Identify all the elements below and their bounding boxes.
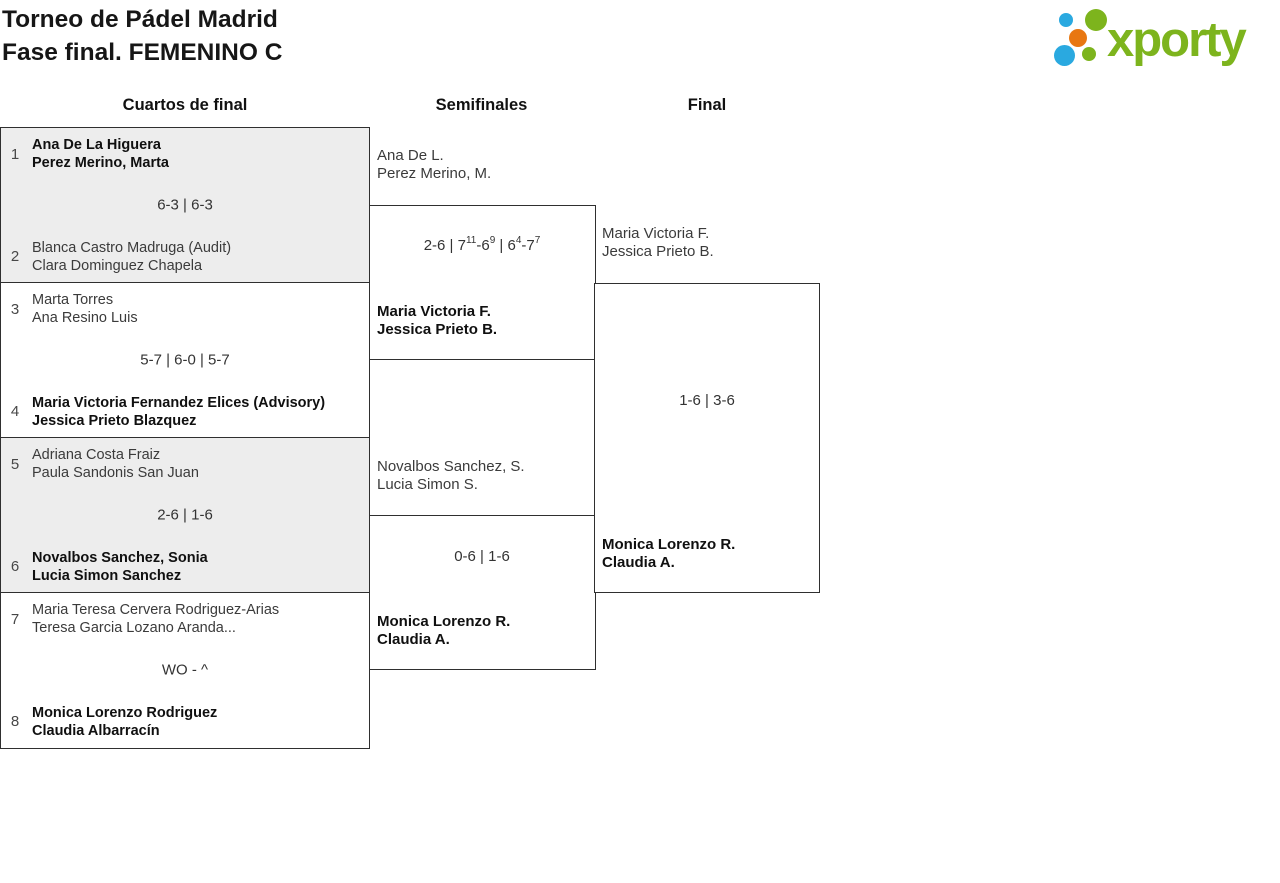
score-part: | 6: [495, 237, 516, 254]
seed-number: 7: [10, 610, 20, 628]
player-2-name: Ana Resino Luis: [32, 310, 138, 326]
team-name: Monica Lorenzo Rodriguez Claudia Albarra…: [32, 704, 217, 740]
logo-dot-green-small-icon: [1082, 47, 1096, 61]
player-2-name: Lucia Simon Sanchez: [32, 567, 182, 584]
player-2-name: Claudia A.: [602, 554, 675, 571]
player-2-name: Jessica Prieto B.: [377, 321, 498, 338]
sf-match-2: [368, 515, 596, 670]
qf2-team-1: 3 Marta Torres Ana Resino Luis: [9, 291, 359, 327]
player-1-name: Novalbos Sanchez, S.: [377, 458, 525, 475]
sf1-team-top: Ana De L. Perez Merino, M.: [377, 147, 491, 183]
player-1-name: Maria Victoria F.: [377, 303, 491, 320]
tiebreak-sup: 9: [489, 235, 496, 246]
tiebreak-sup: 4: [515, 235, 522, 246]
player-2-name: Teresa Garcia Lozano Aranda...: [32, 620, 236, 636]
sf1-team-winner: Maria Victoria F. Jessica Prieto B.: [377, 303, 497, 339]
sf2-team-top: Novalbos Sanchez, S. Lucia Simon S.: [377, 458, 525, 494]
final-score: 1-6 | 3-6: [679, 392, 735, 409]
xporty-logo[interactable]: xporty: [1050, 4, 1278, 76]
player-1-name: Maria Victoria F.: [602, 225, 710, 242]
round-header-semifinales: Semifinales: [435, 96, 528, 114]
match-score: 2-6 | 1-6: [157, 506, 213, 524]
qf1-team-2: 2 Blanca Castro Madruga (Audit) Clara Do…: [9, 239, 359, 275]
title-line-2: Fase final. FEMENINO C: [2, 39, 283, 66]
player-2-name: Paula Sandonis San Juan: [32, 465, 199, 481]
seed-number: 6: [10, 558, 20, 575]
team-name: Maria Teresa Cervera Rodriguez-Arias Ter…: [32, 601, 279, 637]
seed-number: 2: [10, 248, 20, 265]
final-team-top: Maria Victoria F. Jessica Prieto B.: [602, 225, 714, 261]
qf4-team-2: 8 Monica Lorenzo Rodriguez Claudia Albar…: [9, 704, 359, 740]
seed-number: 1: [10, 145, 20, 163]
logo-dot-blue-small-icon: [1059, 13, 1073, 27]
qf1-team-1: 1 Ana De La Higuera Perez Merino, Marta: [9, 136, 359, 172]
score-part: -7: [521, 237, 535, 254]
team-name: Adriana Costa Fraiz Paula Sandonis San J…: [32, 446, 199, 482]
sf1-score: 2-6 | 711-69 | 64-77: [369, 235, 596, 255]
player-2-name: Claudia Albarracín: [32, 722, 160, 739]
player-2-name: Perez Merino, M.: [377, 165, 492, 182]
player-2-name: Jessica Prieto Blazquez: [32, 412, 197, 429]
sf2-team-winner: Monica Lorenzo R. Claudia A.: [377, 613, 510, 649]
qf-match-1: 1 Ana De La Higuera Perez Merino, Marta …: [0, 127, 370, 284]
logo-wordmark: xporty: [1107, 13, 1247, 67]
player-1-name: Monica Lorenzo Rodriguez: [32, 704, 218, 721]
title-line-1: Torneo de Pádel Madrid: [2, 6, 278, 33]
tiebreak-sup: 7: [534, 235, 541, 246]
team-name: Marta Torres Ana Resino Luis: [32, 291, 138, 327]
round-header-final: Final: [687, 96, 727, 114]
sf-match-1: [368, 205, 596, 360]
match-score: 5-7 | 6-0 | 5-7: [140, 351, 230, 369]
player-1-name: Novalbos Sanchez, Sonia: [32, 549, 208, 566]
player-1-name: Maria Victoria Fernandez Elices (Advisor…: [32, 394, 326, 411]
player-2-name: Clara Dominguez Chapela: [32, 257, 203, 274]
team-name: Ana De La Higuera Perez Merino, Marta: [32, 136, 169, 172]
qf3-team-2: 6 Novalbos Sanchez, Sonia Lucia Simon Sa…: [9, 549, 359, 585]
qf2-team-2: 4 Maria Victoria Fernandez Elices (Advis…: [9, 394, 359, 430]
seed-number: 3: [10, 300, 20, 318]
logo-dot-blue-big-icon: [1054, 45, 1075, 66]
seed-number: 5: [10, 455, 20, 473]
player-2-name: Lucia Simon S.: [377, 476, 478, 493]
team-name: Novalbos Sanchez, Sonia Lucia Simon Sanc…: [32, 549, 208, 585]
player-1-name: Blanca Castro Madruga (Audit): [32, 239, 232, 256]
sf2-score: 0-6 | 1-6: [454, 548, 510, 565]
player-1-name: Maria Teresa Cervera Rodriguez-Arias: [32, 602, 280, 618]
player-2-name: Jessica Prieto B.: [602, 243, 714, 260]
player-2-name: Perez Merino, Marta: [32, 155, 169, 171]
player-1-name: Monica Lorenzo R.: [602, 536, 736, 553]
qf3-team-1: 5 Adriana Costa Fraiz Paula Sandonis San…: [9, 446, 359, 482]
final-team-winner: Monica Lorenzo R. Claudia A.: [602, 536, 735, 572]
page-title: Torneo de Pádel Madrid Fase final. FEMEN…: [2, 3, 282, 69]
match-score: WO - ^: [161, 661, 209, 679]
logo-dot-orange-icon: [1069, 29, 1087, 47]
score-part: -6: [476, 237, 490, 254]
player-1-name: Adriana Costa Fraiz: [32, 447, 161, 463]
score-part: 2-6 | 7: [423, 237, 466, 254]
player-1-name: Ana De L.: [377, 147, 444, 164]
player-1-name: Ana De La Higuera: [32, 137, 161, 153]
match-score: 6-3 | 6-3: [157, 196, 213, 214]
qf-match-3: 5 Adriana Costa Fraiz Paula Sandonis San…: [0, 437, 370, 594]
tiebreak-sup: 11: [465, 235, 477, 246]
qf4-team-1: 7 Maria Teresa Cervera Rodriguez-Arias T…: [9, 601, 359, 637]
seed-number: 4: [10, 403, 20, 420]
qf-match-4: 7 Maria Teresa Cervera Rodriguez-Arias T…: [0, 592, 370, 749]
logo-dot-green-big-icon: [1085, 9, 1107, 31]
team-name: Maria Victoria Fernandez Elices (Advisor…: [32, 394, 325, 430]
qf-match-2: 3 Marta Torres Ana Resino Luis 5-7 | 6-0…: [0, 282, 370, 439]
round-header-cuartos: Cuartos de final: [122, 96, 248, 114]
team-name: Blanca Castro Madruga (Audit) Clara Domi…: [32, 239, 231, 275]
player-2-name: Claudia A.: [377, 631, 450, 648]
seed-number: 8: [10, 713, 20, 730]
final-match: [594, 282, 820, 593]
player-1-name: Monica Lorenzo R.: [377, 613, 511, 630]
player-1-name: Marta Torres: [32, 292, 114, 308]
